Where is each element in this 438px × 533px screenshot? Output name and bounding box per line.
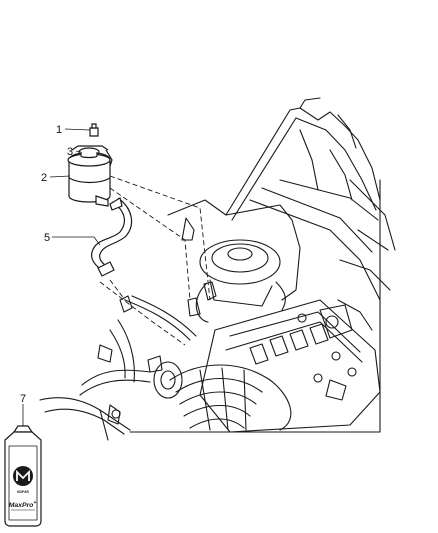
reservoir-icon [67,145,113,207]
brand-mark: + [34,500,37,506]
fluid-bottle-icon: MOPAR MaxPro + [4,425,42,527]
callout-7: 7 [20,393,26,405]
mopar-wordmark: MOPAR [17,490,29,494]
cap-icon [78,123,100,159]
hose-icon [91,197,133,277]
mopar-logo [13,466,33,486]
callout-1: 1 [56,124,62,136]
brand-label: MaxPro [9,502,34,509]
leader-lines [22,128,101,426]
callout-3: 3 [67,146,73,158]
routing-lines [99,175,211,346]
callout-5: 5 [44,232,50,244]
callout-2: 2 [41,172,47,184]
engine-bay-icon [39,97,396,441]
